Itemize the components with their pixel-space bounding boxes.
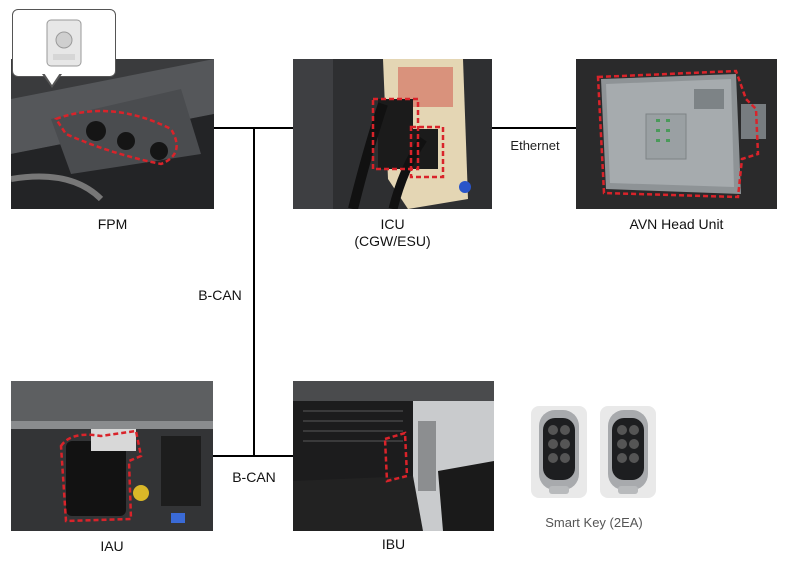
smart-key-label: Smart Key (2EA) [545,515,643,530]
ibu-label: IBU [381,536,406,552]
fpm-photo [11,59,214,209]
connector-bcan-vertical [253,127,255,456]
smart-key-2 [598,404,658,500]
smart-key-1 [529,404,589,500]
avn-head-unit-photo [576,59,777,209]
icu-label-line2: (CGW/ESU) [354,233,431,249]
iau-label: IAU [100,538,124,554]
bcan-bottom-label: B-CAN [232,469,276,485]
icu-label-line1: ICU [380,216,405,232]
fpm-inset-pointer-fill [44,73,60,85]
icu-photo [293,59,492,209]
bcan-vertical-label: B-CAN [198,287,242,303]
connector-iau-ibu [213,455,293,457]
avn-head-unit-label: AVN Head Unit [629,216,724,232]
fpm-label: FPM [97,216,128,232]
iau-photo [11,381,213,531]
ethernet-label: Ethernet [510,138,560,153]
ibu-photo [293,381,494,531]
fpm-detail-inset [12,9,116,77]
connector-ethernet [492,127,576,129]
